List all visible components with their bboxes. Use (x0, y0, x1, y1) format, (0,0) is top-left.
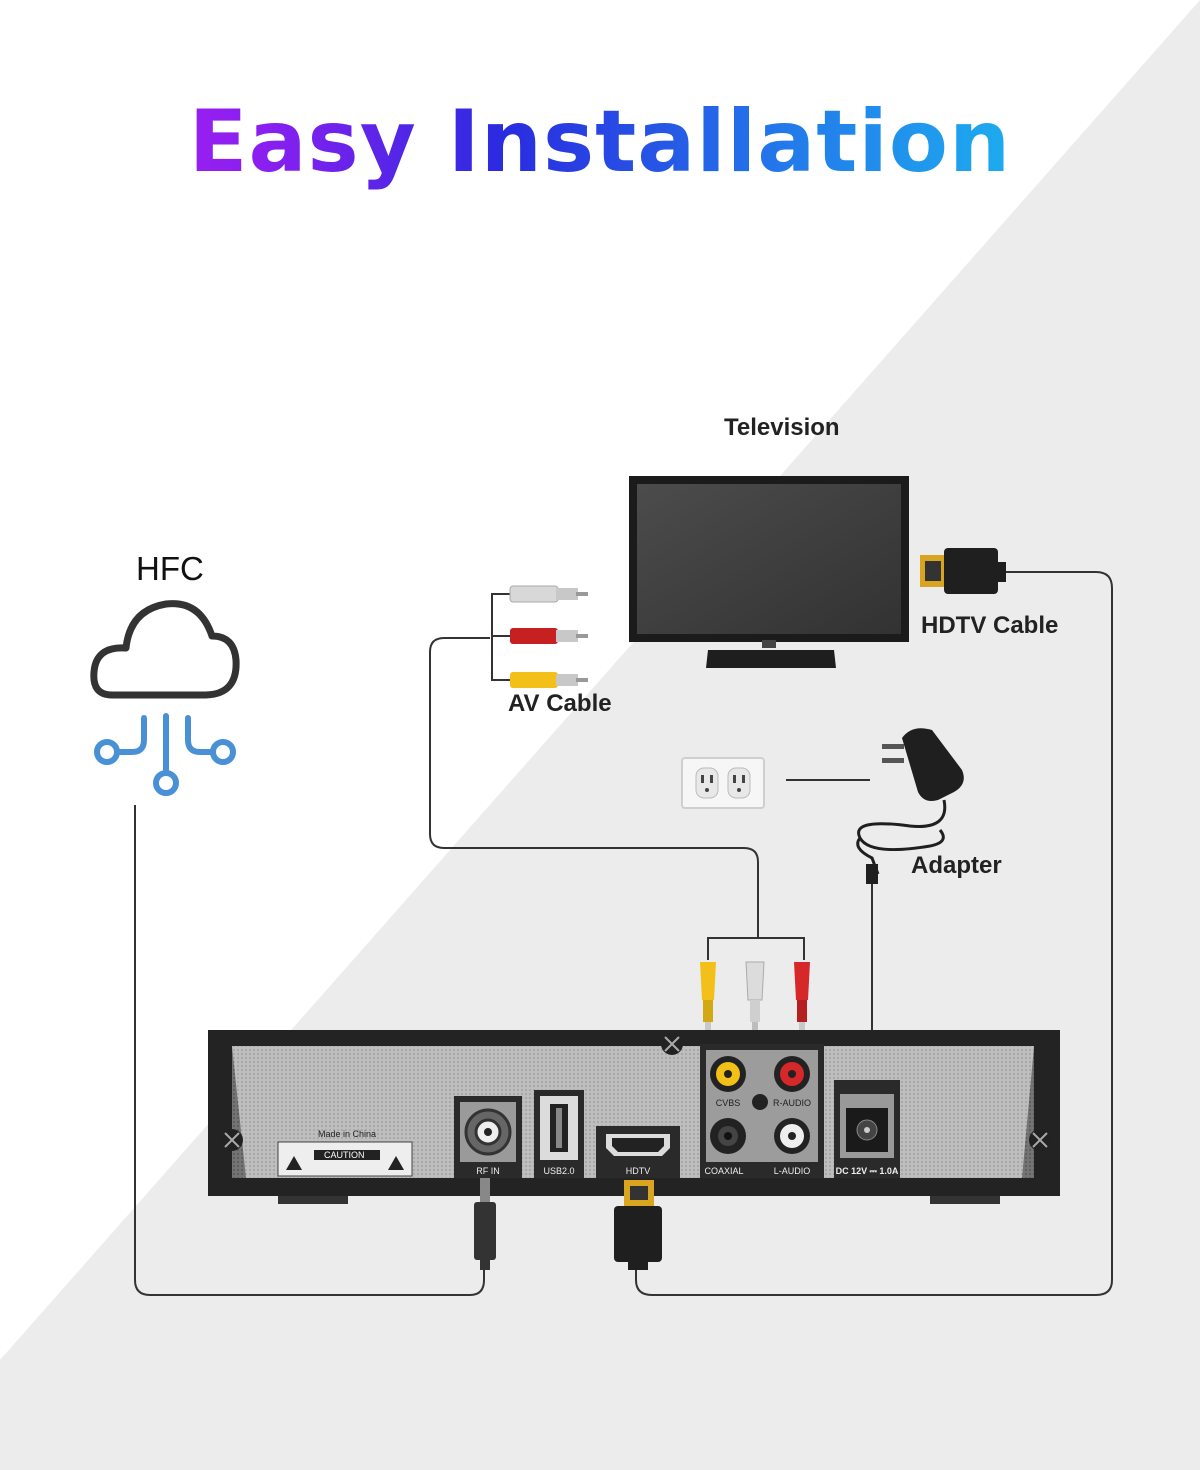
coaxial-label: COAXIAL (704, 1166, 743, 1176)
page-title: Easy Installation (0, 92, 1200, 192)
av-cable-label: AV Cable (508, 690, 612, 717)
av-wire (429, 637, 759, 938)
rca-white-plug (509, 585, 588, 603)
caution-text: CAUTION (324, 1150, 365, 1160)
television-label: Television (724, 414, 840, 441)
hdtv-cable-label: HDTV Cable (921, 612, 1059, 639)
usb-port: USB2.0 (534, 1090, 584, 1178)
cvbs-label: CVBS (716, 1098, 741, 1108)
wires (134, 571, 1113, 1296)
network-nodes-icon (94, 713, 236, 796)
power-adapter (856, 728, 964, 884)
cvbs-jack (710, 1056, 746, 1092)
r-audio-jack (774, 1056, 810, 1092)
rf-in-label: RF IN (476, 1166, 500, 1176)
rca-red-plug (510, 628, 588, 644)
r-audio-label: R-AUDIO (773, 1098, 811, 1108)
hdmi-plug-box (614, 1180, 662, 1270)
dc-label: DC 12V ⎓ 1.0A (836, 1166, 899, 1176)
av-branch (707, 937, 805, 960)
usb-label: USB2.0 (543, 1166, 574, 1176)
caution-label: Made in China CAUTION (277, 1129, 413, 1177)
hfc-wire (134, 805, 485, 1296)
hfc-label: HFC (136, 550, 204, 587)
made-in-text: Made in China (318, 1129, 376, 1139)
hdtv-label: HDTV (626, 1166, 651, 1176)
screw-top (661, 1033, 683, 1055)
hfc-cloud-icon (90, 600, 240, 699)
adapter-label: Adapter (911, 852, 1002, 879)
television (629, 476, 909, 668)
rf-in-port: RF IN (454, 1096, 522, 1178)
wall-outlet (681, 757, 765, 809)
rca-yellow-plug (510, 672, 588, 688)
av-port-panel: CVBS R-AUDIO COAXIAL L-AUDIO (700, 1044, 824, 1178)
av-cable-heads (509, 585, 588, 688)
hdtv-port: HDTV (596, 1126, 680, 1178)
screw-left (221, 1129, 243, 1151)
coax-plug (474, 1178, 496, 1270)
l-audio-label: L-AUDIO (774, 1166, 811, 1176)
hdtv-wire (635, 571, 1113, 1296)
dc-power-port: DC 12V ⎓ 1.0A (834, 1080, 900, 1178)
l-audio-jack (774, 1118, 810, 1154)
coaxial-jack (710, 1118, 746, 1154)
screw-right (1029, 1129, 1051, 1151)
set-top-box: Made in China CAUTION RF IN USB2.0 (208, 1030, 1060, 1204)
hdmi-connector-tv (920, 548, 1006, 594)
av-head-branch (491, 593, 510, 681)
